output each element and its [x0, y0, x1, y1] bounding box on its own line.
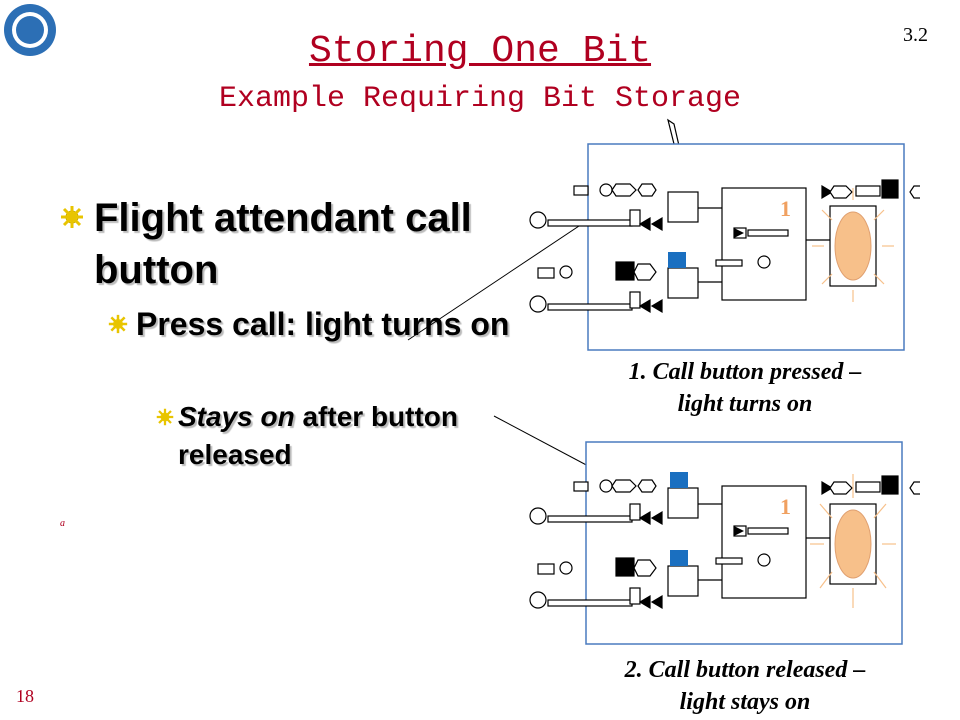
figure2-caption: 2. Call button released – light stays on: [555, 654, 935, 718]
figure2-digit: 1: [780, 494, 791, 519]
figure1-caption: 1. Call button pressed – light turns on: [555, 356, 935, 420]
bullet-icon: [108, 314, 128, 334]
circuit-figure-2: 1: [529, 441, 920, 645]
figure1-caption-line1: 1. Call button pressed –: [628, 359, 862, 385]
bullet-level1: Flight attendant call button: [94, 196, 472, 292]
figure2-caption-line2: light stays on: [679, 689, 811, 715]
slide-title: Storing One Bit: [308, 30, 652, 73]
bullet-level3-rest: after button released: [178, 401, 459, 470]
bullet-icon: [156, 408, 174, 426]
slide-subtitle: Example Requiring Bit Storage: [218, 82, 742, 116]
bullet-icon: [61, 206, 83, 228]
blue-square: [668, 252, 686, 268]
bullet-level2: Press call: light turns on: [136, 306, 510, 342]
circuit-figure-1: 1: [529, 143, 920, 351]
bullet-level3-italic: Stays on: [178, 401, 295, 432]
figure2-caption-line1: 2. Call button released –: [624, 657, 866, 683]
lamp-on: [834, 211, 872, 281]
university-logo: [4, 4, 56, 56]
page-number: 18: [16, 686, 34, 706]
lamp-on: [834, 509, 872, 579]
slide-number: 3.2: [903, 24, 928, 46]
blue-square: [670, 472, 688, 488]
bullet-level3: Stays on after button released: [178, 398, 508, 474]
figure1-digit: 1: [780, 196, 791, 221]
figure1-caption-line2: light turns on: [677, 391, 813, 417]
blue-square: [670, 550, 688, 566]
stray-mark: a: [60, 518, 65, 529]
